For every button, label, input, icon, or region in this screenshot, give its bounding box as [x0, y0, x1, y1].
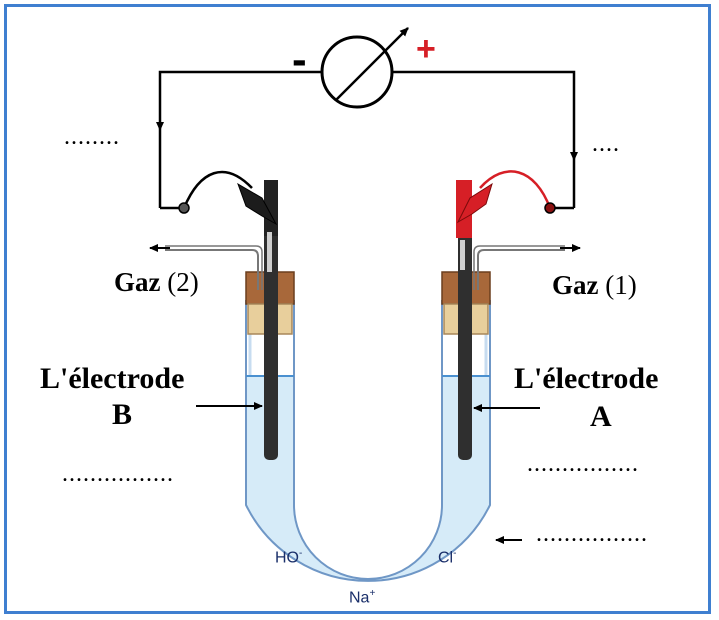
- terminal-black: [178, 202, 190, 214]
- u-tube-glass: [245, 300, 491, 582]
- electrode-a-label: L'électrode: [514, 362, 659, 395]
- sodium-ion: Na+: [349, 588, 375, 607]
- blank-middle-left: ................: [62, 461, 174, 487]
- hydroxide-ion: HO-: [275, 548, 302, 567]
- sodium-ion-base: Na: [349, 589, 370, 607]
- gas-1-word: Gaz: [552, 270, 599, 300]
- gas-outlet-left-inner: [165, 245, 263, 290]
- blank-top-left: ........: [64, 124, 120, 150]
- minus-sign: -: [292, 35, 307, 84]
- electrode-a-highlight: [460, 240, 465, 270]
- ammeter: [320, 35, 394, 109]
- hydroxide-ion-base: HO: [275, 549, 299, 567]
- gas-outlet-right: [477, 249, 565, 290]
- gas-outlet-right-inner: [473, 245, 565, 290]
- blank-top-right: ....: [592, 131, 620, 157]
- gas-1-label: Gaz (1): [552, 270, 637, 301]
- chloride-ion-charge: -: [453, 548, 457, 559]
- diagram-frame: [4, 4, 711, 614]
- ammeter-needle: [335, 27, 409, 101]
- clip-wire-red: [479, 170, 552, 209]
- chloride-ion-base: Cl: [438, 549, 454, 567]
- sodium-ion-charge: +: [369, 588, 376, 599]
- hydroxide-ion-charge: -: [299, 548, 303, 559]
- gas-1-number: (1): [605, 270, 637, 300]
- gas-2-word: Gaz: [114, 267, 161, 297]
- circuit-wire: [158, 70, 576, 208]
- electrode-b-label: L'électrode: [40, 362, 185, 395]
- gas-2-label: Gaz (2): [114, 267, 199, 298]
- plus-sign: +: [416, 30, 436, 68]
- blank-bottom-right: ................: [536, 521, 648, 547]
- blank-middle-right: ................: [527, 451, 639, 477]
- clip-black: [237, 182, 278, 226]
- electrode-a-letter: A: [590, 400, 612, 433]
- clip-red: [456, 182, 493, 224]
- clip-wire-black: [182, 170, 253, 209]
- gas-2-number: (2): [167, 267, 199, 297]
- electrode-b-highlight: [267, 232, 272, 272]
- electrode-b-rod: [264, 230, 278, 460]
- electrode-a-rod: [458, 230, 472, 460]
- electrode-b-letter: B: [112, 398, 133, 431]
- chloride-ion: Cl-: [438, 548, 456, 567]
- gas-outlet-left: [165, 249, 259, 290]
- terminal-red: [544, 202, 556, 214]
